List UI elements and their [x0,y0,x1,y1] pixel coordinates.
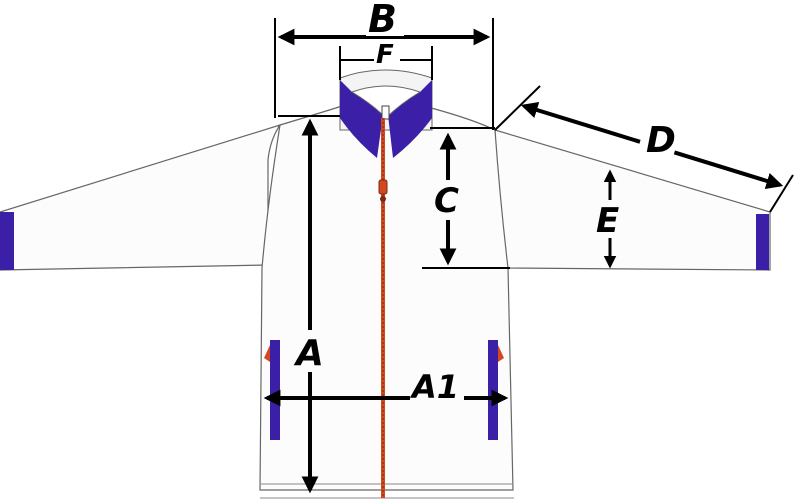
label-f: F [376,40,394,70]
a1-label-bg [410,372,464,406]
label-e: E [596,201,619,241]
arrows [263,28,784,494]
zipper-pull [378,179,388,202]
left-sleeve [0,123,282,271]
torso [259,104,514,491]
d-label-bg [636,113,684,163]
label-a1: A1 [409,368,459,406]
d-guide-left [494,85,541,131]
left-cuff [0,212,14,270]
f-label-bg [374,40,400,68]
collar-inner [350,85,422,119]
collar-left [340,80,383,158]
d-guide-right [769,174,794,213]
label-b: B [368,0,397,41]
b-label-bg [366,2,404,36]
collar-right [388,80,432,158]
right-sleeve [494,129,771,271]
a-label-bg [294,330,326,372]
right-cuff [756,214,769,270]
collar [339,69,433,158]
label-a: A [293,333,324,374]
hanger-tag [381,105,390,120]
label-d: D [646,120,676,161]
label-c: C [434,181,459,221]
e-label-bg [594,200,626,238]
guide-lines [274,18,794,269]
c-label-bg [432,180,464,220]
